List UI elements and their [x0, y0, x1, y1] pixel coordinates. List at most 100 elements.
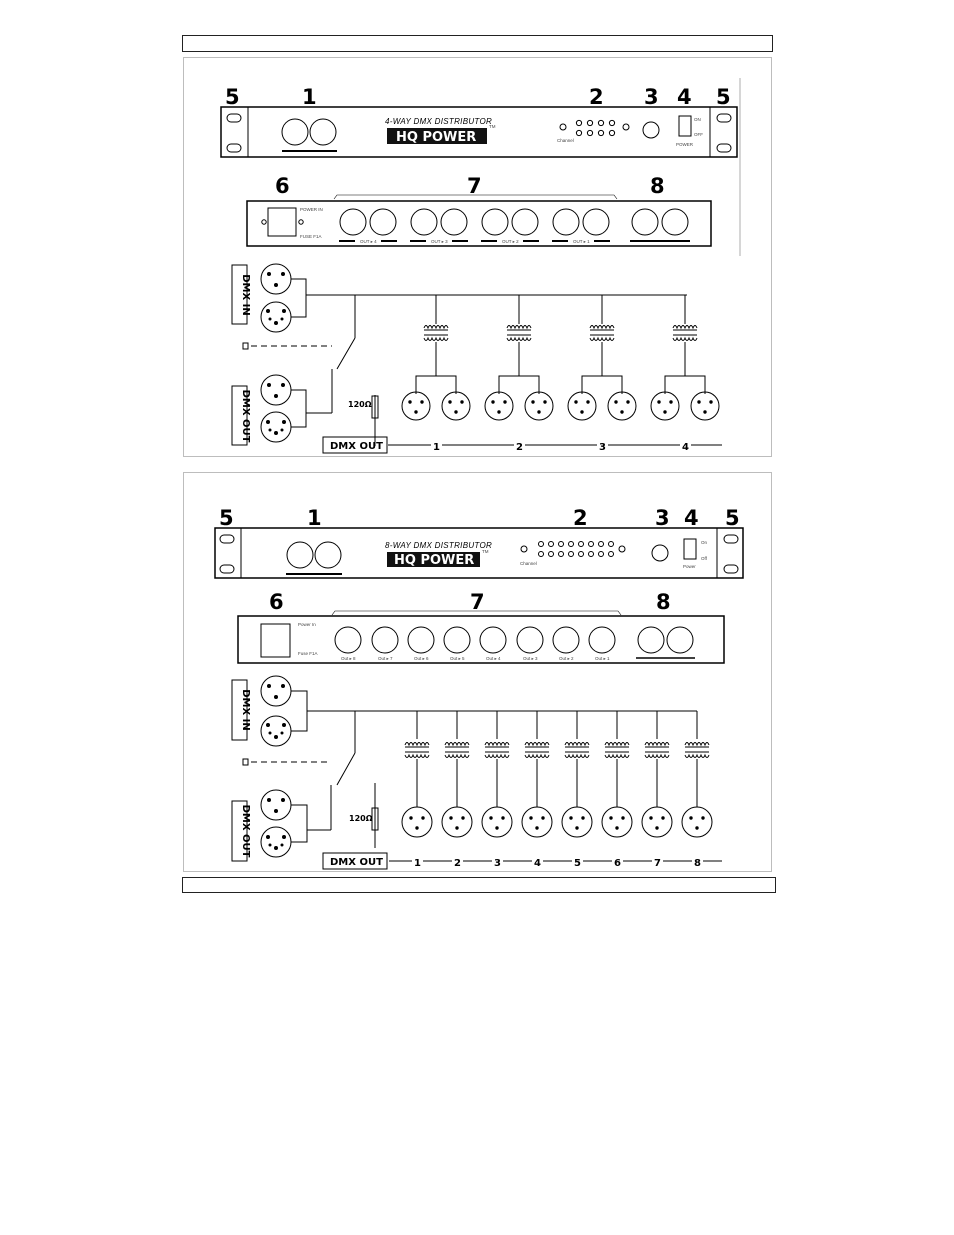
callout-3: 3 [655, 506, 670, 530]
dmx-out-label: DMX OUT [330, 441, 383, 452]
output-number: 2 [516, 442, 523, 453]
brand-text: HQ POWER [396, 130, 476, 145]
dmx-in-label: DMX IN [240, 274, 251, 316]
diagram-4way-panel: 5 1 2 3 4 5 Channel POWER ON OFF 4-WAY D… [183, 57, 772, 457]
output-number: 3 [599, 442, 606, 453]
callout-5-left: 5 [219, 506, 234, 530]
output-group [561, 711, 593, 838]
callout-5-right: 5 [716, 85, 731, 109]
transformer-groups [401, 711, 713, 838]
socket-pins [266, 272, 286, 435]
rear-panel [246, 200, 712, 247]
on-label: ON [694, 117, 701, 122]
callout-7: 7 [470, 590, 485, 614]
callout-6: 6 [275, 174, 290, 198]
output-number: 2 [454, 858, 461, 869]
dmx-out-box [322, 436, 388, 454]
dmx-input-socket-icon [286, 541, 314, 569]
output-socket-pins [409, 816, 705, 830]
brand-logo [387, 128, 487, 144]
callout-1: 1 [307, 506, 322, 530]
dmx-input-socket-icon [281, 118, 309, 146]
output-label: Out ▸ 1 [595, 656, 610, 661]
brand-text: HQ POWER [394, 553, 474, 568]
output-group [521, 711, 553, 838]
dmx-in-box [231, 264, 248, 325]
output-group [650, 295, 720, 421]
resistor-label: 120Ω [349, 814, 373, 823]
dmx-in-box [231, 679, 248, 741]
select-knob-icon [651, 544, 669, 562]
callout-7: 7 [467, 174, 482, 198]
rack-hole-icon [219, 564, 235, 574]
output-label: Out ▸ 2 [559, 656, 574, 661]
rack-hole-icon [723, 534, 739, 544]
fuse-label: FUSE F1A [300, 234, 322, 239]
output-socket-pins [408, 400, 713, 414]
power-inlet-icon [267, 207, 297, 237]
callout-8: 8 [650, 174, 665, 198]
product-title: 4-WAY DMX DISTRIBUTOR [385, 117, 492, 126]
socket-pins [266, 684, 286, 850]
callout-5-right: 5 [725, 506, 740, 530]
output-number: 5 [574, 858, 581, 869]
output-label: Out ▸ 7 [378, 656, 393, 661]
channel-label: Channel [557, 138, 574, 143]
power-in-label: Power In [298, 622, 316, 627]
power-label: Power [683, 564, 696, 569]
callout-4: 4 [677, 85, 692, 109]
dmx-out-box [231, 385, 248, 446]
dmx-in-label: DMX IN [240, 689, 251, 731]
output-number: 1 [433, 442, 440, 453]
output-number: 1 [414, 858, 421, 869]
output-label: OUT ▸ 2 [502, 239, 519, 244]
power-inlet-icon [260, 623, 291, 658]
rack-hole-icon [716, 113, 732, 123]
on-label: On [701, 540, 708, 545]
power-switch-icon [678, 115, 692, 137]
output-label: Out ▸ 4 [486, 656, 501, 661]
callout-3: 3 [644, 85, 659, 109]
input-wiring [242, 675, 722, 862]
rear-panel [237, 615, 725, 664]
diagram-8way-panel: 5 1 2 3 4 5 Channel Power On Off 8-WAY D… [183, 472, 772, 872]
front-panel [220, 106, 738, 158]
off-label: Off [701, 556, 708, 561]
output-number: 4 [682, 442, 689, 453]
dmx-out-vertical-label: DMX OUT [240, 390, 251, 443]
callout-4: 4 [684, 506, 699, 530]
rack-hole-icon [716, 143, 732, 153]
output-number: 4 [534, 858, 541, 869]
dmx-input-socket-icon [314, 541, 342, 569]
output-group [641, 711, 673, 838]
callout-2: 2 [573, 506, 588, 530]
output-group [401, 295, 471, 421]
trademark: TM [482, 549, 489, 554]
channel-label: Channel [520, 561, 537, 566]
rack-hole-icon [226, 113, 242, 123]
fuse-label: Fuse F1A [298, 651, 318, 656]
resistor-label: 120Ω [348, 400, 372, 409]
output-group [481, 711, 513, 838]
output-label: Out ▸ 3 [523, 656, 538, 661]
brand-logo [387, 552, 480, 567]
output-group [441, 711, 473, 838]
output-number: 8 [694, 858, 701, 869]
trademark: TM [489, 124, 496, 129]
product-title: 8-WAY DMX DISTRIBUTOR [385, 541, 492, 550]
rack-hole-icon [219, 534, 235, 544]
callout-1: 1 [302, 85, 317, 109]
dmx-out-vertical-label: DMX OUT [240, 805, 251, 858]
output-number: 6 [614, 858, 621, 869]
callout-6: 6 [269, 590, 284, 614]
diagram-4way-svg: 5 1 2 3 4 5 Channel POWER ON OFF 4-WAY D… [220, 78, 741, 454]
power-switch-icon [683, 538, 697, 560]
transformer-groups [401, 295, 720, 421]
callout-8: 8 [656, 590, 671, 614]
dmx-out-box [231, 800, 248, 862]
output-group [484, 295, 554, 421]
off-label: OFF [694, 132, 703, 137]
output-group [567, 295, 637, 421]
output-label: OUT ▸ 3 [431, 239, 448, 244]
output-label: Out ▸ 5 [450, 656, 465, 661]
